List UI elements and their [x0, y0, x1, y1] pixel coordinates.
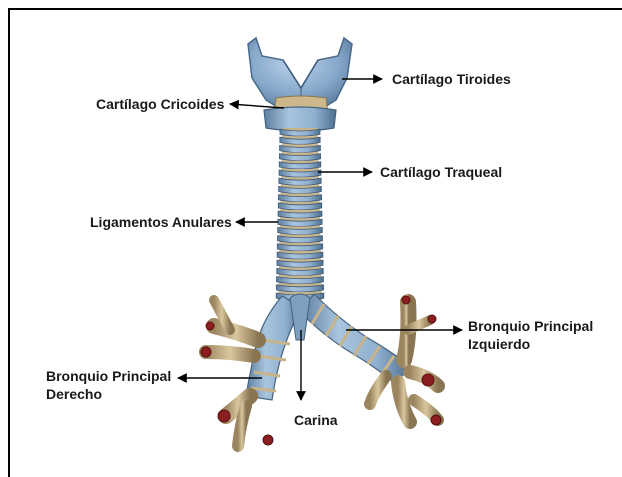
right-main-bronchus: [201, 296, 302, 446]
label-bronquio-izquierdo-line2: Izquierdo: [468, 336, 530, 353]
label-bronquio-derecho-line1: Bronquio Principal: [46, 368, 171, 385]
label-bronquio-izquierdo-line1: Bronquio Principal: [468, 318, 593, 335]
carina-ridge: [290, 294, 310, 340]
label-ligamentos-anulares: Ligamentos Anulares: [90, 214, 232, 231]
label-cartilago-cricoides: Cartílago Cricoides: [96, 96, 224, 113]
tracheal-rings: [276, 128, 324, 300]
label-cartilago-traqueal: Cartílago Traqueal: [380, 164, 502, 181]
left-main-bronchus: [300, 294, 441, 425]
label-bronquio-derecho-line2: Derecho: [46, 386, 102, 403]
label-carina: Carina: [294, 412, 338, 429]
label-cartilago-tiroides: Cartílago Tiroides: [392, 71, 511, 88]
